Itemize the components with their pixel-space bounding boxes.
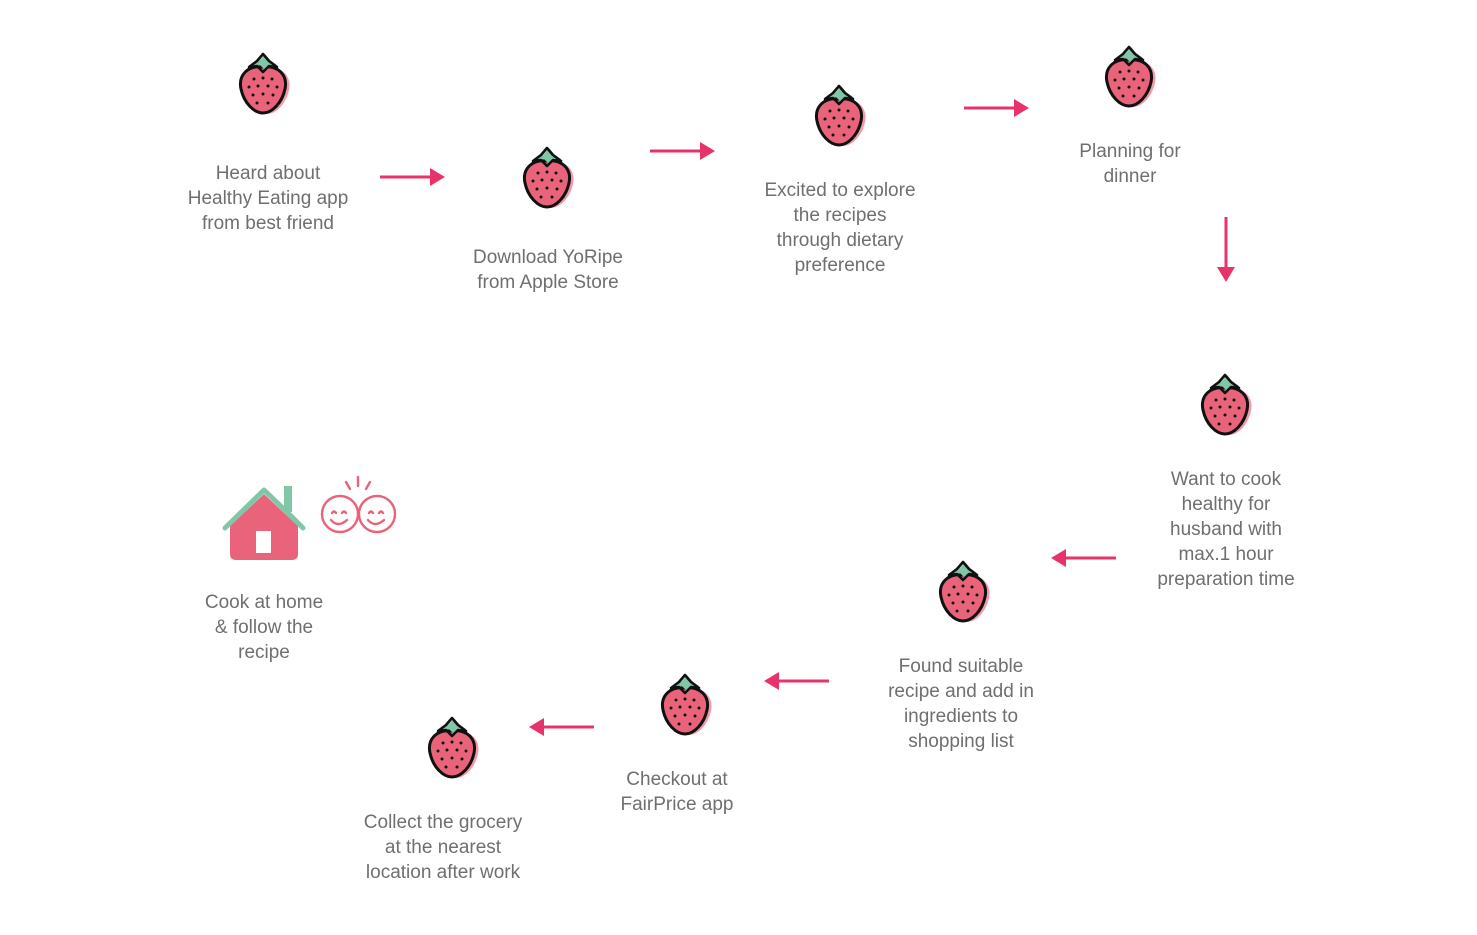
step-label: Excited to explore the recipes through d… (764, 180, 916, 276)
arrow-left-icon (1051, 549, 1116, 567)
strawberry-icon (423, 712, 483, 782)
strawberry-icon (810, 80, 870, 150)
arrow-right-icon (380, 168, 445, 186)
strawberry-icon (234, 48, 294, 118)
arrow-right-icon (964, 99, 1029, 117)
step-label: Found suitable recipe and add in ingredi… (888, 656, 1034, 752)
arrow-right-icon (650, 142, 715, 160)
step-label: Download YoRipe from Apple Store (472, 247, 624, 293)
step-label: Planning for dinner (1079, 141, 1181, 187)
happy-faces-icon (320, 475, 397, 534)
step-label: Collect the grocery at the nearest locat… (363, 812, 523, 883)
strawberry-icon (1100, 41, 1160, 111)
step-label: Cook at home & follow the recipe (204, 592, 324, 663)
strawberry-icon (656, 669, 716, 739)
arrow-left-icon (529, 718, 594, 736)
step-label: Heard about Healthy Eating app from best… (187, 163, 349, 234)
step-label: Checkout at FairPrice app (620, 769, 734, 815)
arrow-left-icon (764, 672, 829, 690)
house-icon (222, 486, 306, 560)
strawberry-icon (934, 556, 994, 626)
strawberry-icon (518, 142, 578, 212)
step-label: Want to cook healthy for husband with ma… (1157, 469, 1295, 590)
arrow-down-icon (1217, 217, 1235, 282)
strawberry-icon (1196, 369, 1256, 439)
